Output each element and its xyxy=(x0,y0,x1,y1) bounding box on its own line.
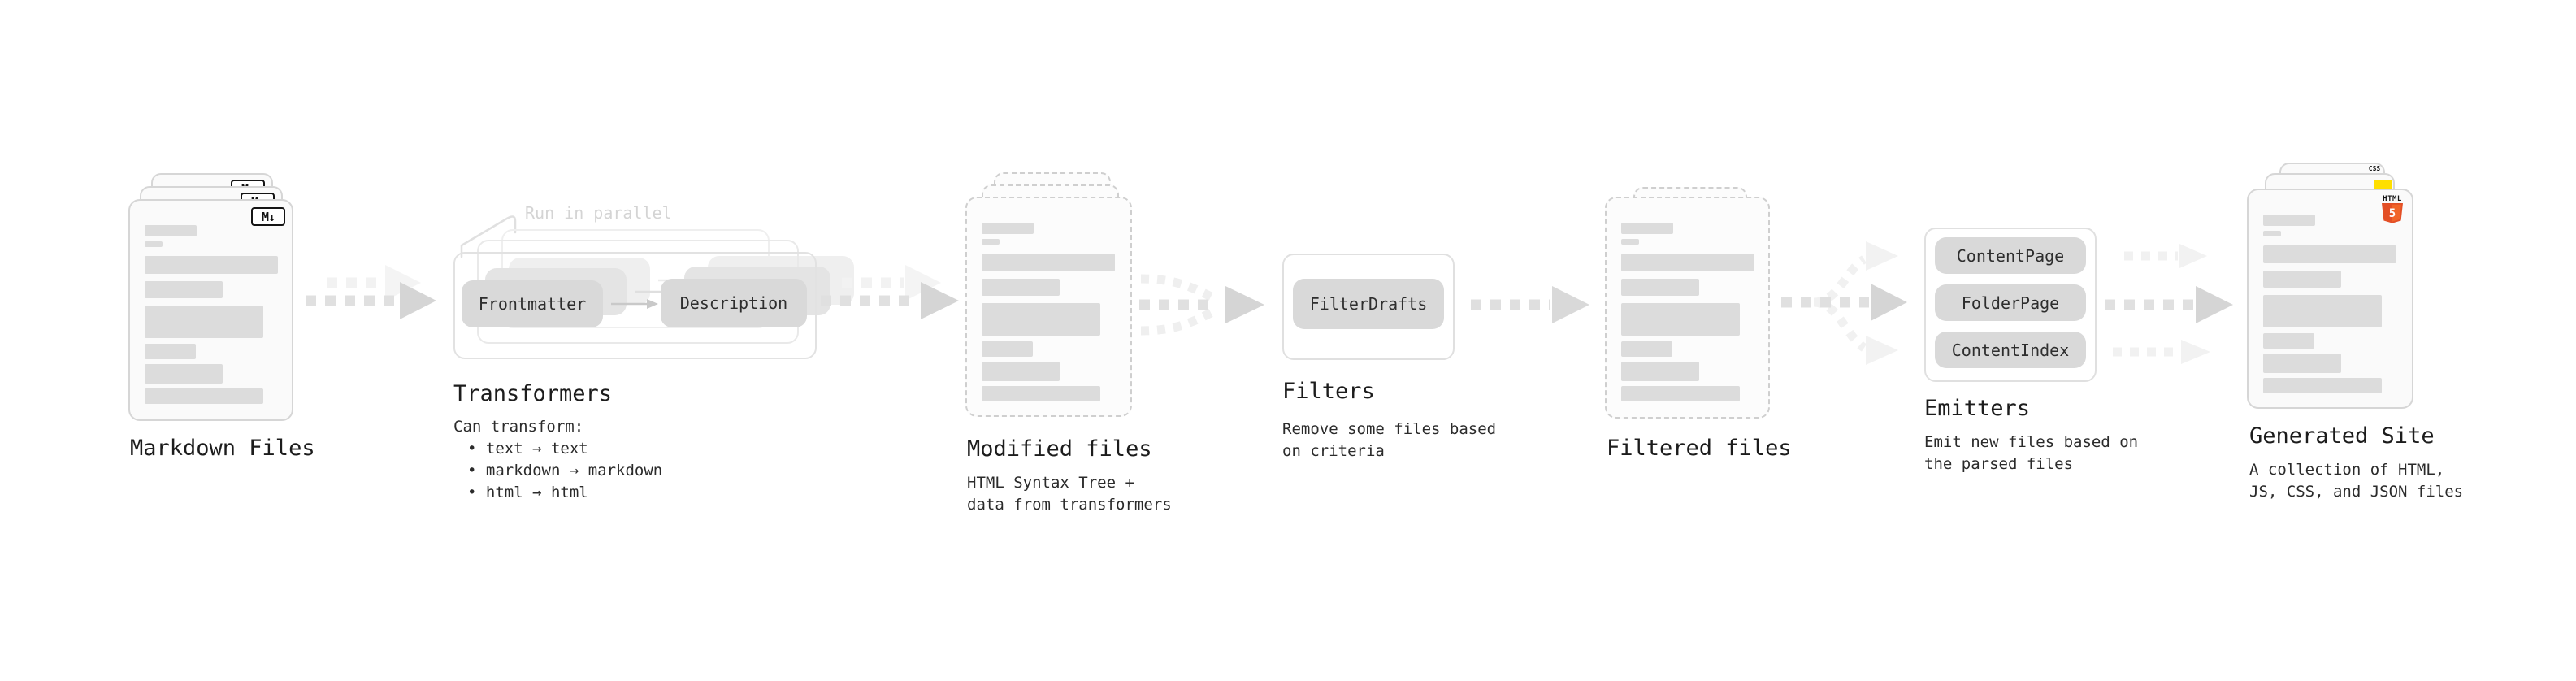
stage-label: Modified files xyxy=(967,436,1152,462)
placeholder-bars xyxy=(2263,215,2396,393)
file-card-front xyxy=(1605,197,1770,419)
flow-arrow-filters-to-filtered xyxy=(1471,286,1589,323)
emitter-pill-folderpage: FolderPage xyxy=(1935,284,2086,321)
bullet-item: • markdown → markdown xyxy=(467,462,663,479)
file-card-front: M↓ xyxy=(128,199,293,421)
placeholder-bars xyxy=(1621,223,1754,401)
flow-arrow-markdown-to-transformers xyxy=(306,265,436,319)
file-card-front: HTML 5 xyxy=(2247,189,2413,409)
flow-arrow-filtered-to-emitters xyxy=(1781,241,1907,365)
flow-arrow-emitters-to-generated xyxy=(2105,244,2233,364)
html5-shield-icon: HTML 5 xyxy=(2379,195,2406,228)
stage-filters: FilterDrafts Filters Remove some files b… xyxy=(1282,254,1591,522)
stage-label: Filters xyxy=(1282,379,1375,404)
stage-label: Filtered files xyxy=(1607,436,1792,461)
stage-label: Transformers xyxy=(453,381,613,406)
stage-description: Can transform: xyxy=(453,418,584,436)
stage-description: A collection of HTML, JS, CSS, and JSON … xyxy=(2249,461,2464,501)
stage-generated-site: CSS HTML 5 Generated Site A collection o… xyxy=(2247,163,2572,520)
stage-modified-files: Modified files HTML Syntax Tree + data f… xyxy=(965,172,1274,522)
stage-transformers: Run in parallel Frontmatter Description … xyxy=(453,199,854,524)
emitter-pill-contentpage: ContentPage xyxy=(1935,237,2086,274)
transformer-layer-front xyxy=(453,252,817,359)
file-card-front xyxy=(965,197,1132,417)
bullet-item: • text → text xyxy=(467,440,588,458)
stage-emitters: ContentPage FolderPage ContentIndex Emit… xyxy=(1924,228,2233,520)
transformer-pill-description: Description xyxy=(661,279,807,327)
run-in-parallel-note: Run in parallel xyxy=(525,203,672,223)
transformer-pill-frontmatter: Frontmatter xyxy=(462,280,603,327)
placeholder-bars xyxy=(982,223,1115,401)
js-badge-icon xyxy=(2374,180,2392,189)
stage-label: Markdown Files xyxy=(130,436,315,461)
markdown-icon: M↓ xyxy=(251,207,285,226)
arrow-icon xyxy=(611,299,658,309)
flow-arrow-modified-to-filters xyxy=(1139,274,1264,336)
stage-description: HTML Syntax Tree + data from transformer… xyxy=(967,474,1172,514)
placeholder-bars xyxy=(145,225,278,404)
stage-filtered-files: Filtered files xyxy=(1605,187,1914,512)
stage-markdown-files: M↓ M↓ M↓ Markdown Files xyxy=(128,173,437,498)
svg-text:5: 5 xyxy=(2389,207,2396,220)
emitter-pill-contentindex: ContentIndex xyxy=(1935,332,2086,368)
bullet-item: • html → html xyxy=(467,484,588,501)
stage-label: Emitters xyxy=(1924,396,2031,421)
stage-description: Remove some files based on criteria xyxy=(1282,420,1497,460)
filter-pill-filterdrafts: FilterDrafts xyxy=(1293,279,1444,329)
stage-description: Emit new files based on the parsed files xyxy=(1924,433,2139,473)
flow-arrow-transformers-to-modified xyxy=(821,265,959,319)
leader-line xyxy=(460,215,517,258)
stage-label: Generated Site xyxy=(2249,423,2435,449)
